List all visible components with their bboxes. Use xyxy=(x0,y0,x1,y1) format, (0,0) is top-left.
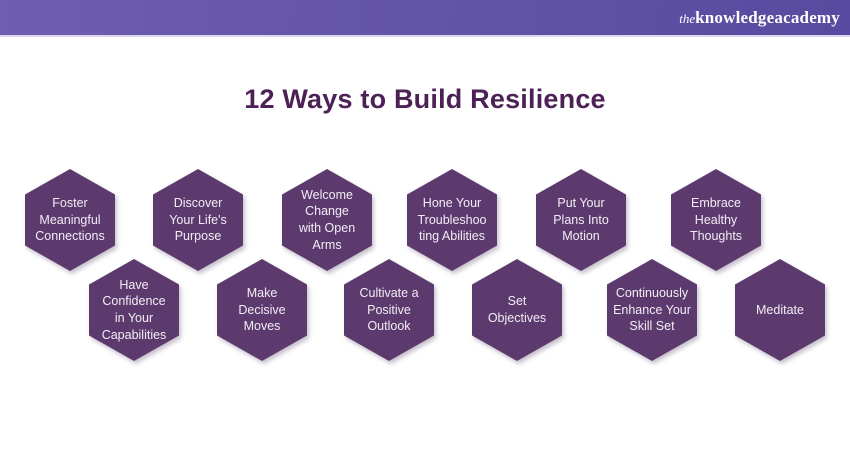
hexagon-shape: Make Decisive Moves xyxy=(217,259,307,361)
header-bar: theknowledgeacademy xyxy=(0,0,850,37)
logo-prefix: the xyxy=(679,10,696,26)
hexagon-label: Make Decisive Moves xyxy=(238,285,286,334)
hexagon-label: Discover Your Life's Purpose xyxy=(169,195,227,244)
hexagon-label: Cultivate a Positive Outlook xyxy=(359,285,419,334)
hexagon-troubleshooting: Hone Your Troubleshoo ting Abilities xyxy=(407,169,497,271)
hexagon-shape: Embrace Healthy Thoughts xyxy=(671,169,761,271)
hexagon-label: Continuously Enhance Your Skill Set xyxy=(613,285,691,334)
hexagon-set-objectives: Set Objectives xyxy=(472,259,562,361)
hexagon-label: Hone Your Troubleshoo ting Abilities xyxy=(417,195,487,244)
hexagon-label: Welcome Change with Open Arms xyxy=(298,187,356,252)
hexagon-meditate: Meditate xyxy=(735,259,825,361)
hexagon-shape: Put Your Plans Into Motion xyxy=(536,169,626,271)
hexagon-lifes-purpose: Discover Your Life's Purpose xyxy=(153,169,243,271)
hexagon-shape: Welcome Change with Open Arms xyxy=(282,169,372,271)
page-title: 12 Ways to Build Resilience xyxy=(244,84,606,114)
hexagon-healthy-thoughts: Embrace Healthy Thoughts xyxy=(671,169,761,271)
hexagon-label: Foster Meaningful Connections xyxy=(35,195,105,244)
hexagon-label: Set Objectives xyxy=(487,294,547,325)
hexagon-skill-set: Continuously Enhance Your Skill Set xyxy=(607,259,697,361)
hexagon-shape: Have Confidence in Your Capabilities xyxy=(89,259,179,361)
hexagon-welcome-change: Welcome Change with Open Arms xyxy=(282,169,372,271)
hexagon-shape: Continuously Enhance Your Skill Set xyxy=(607,259,697,361)
hexagon-shape: Discover Your Life's Purpose xyxy=(153,169,243,271)
hexagon-shape: Cultivate a Positive Outlook xyxy=(344,259,434,361)
hexagon-shape: Foster Meaningful Connections xyxy=(25,169,115,271)
hexagon-confidence: Have Confidence in Your Capabilities xyxy=(89,259,179,361)
hexagon-shape: Meditate xyxy=(735,259,825,361)
hexagon-label: Embrace Healthy Thoughts xyxy=(689,195,743,244)
hexagon-label: Put Your Plans Into Motion xyxy=(553,195,609,244)
brand-logo: theknowledgeacademy xyxy=(679,9,840,27)
hexagon-label: Meditate xyxy=(756,302,804,317)
hexagon-positive-outlook: Cultivate a Positive Outlook xyxy=(344,259,434,361)
hexagon-shape: Hone Your Troubleshoo ting Abilities xyxy=(407,169,497,271)
hexagon-plans-into-motion: Put Your Plans Into Motion xyxy=(536,169,626,271)
hexagon-decisive-moves: Make Decisive Moves xyxy=(217,259,307,361)
hexagon-shape: Set Objectives xyxy=(472,259,562,361)
logo-word-academy: academy xyxy=(774,7,840,27)
logo-word-knowledge: knowledge xyxy=(695,7,775,27)
hexagon-label: Have Confidence in Your Capabilities xyxy=(101,277,167,342)
hexagon-foster-connections: Foster Meaningful Connections xyxy=(25,169,115,271)
